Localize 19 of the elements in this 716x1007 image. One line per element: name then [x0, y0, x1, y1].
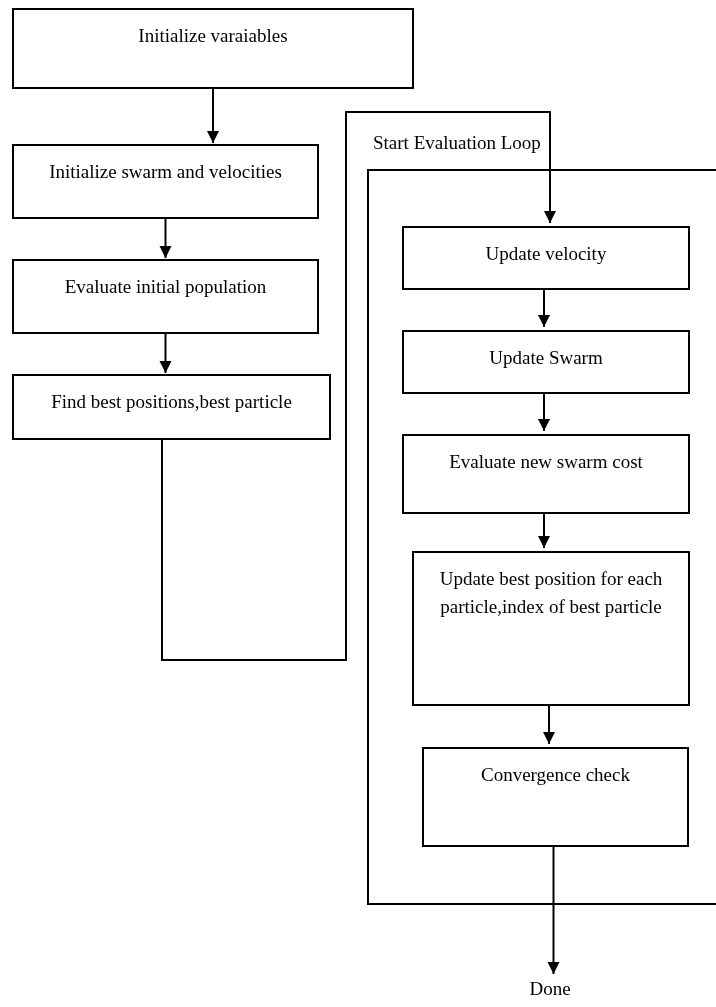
process-box: Initialize swarm and velocities: [12, 144, 319, 219]
process-box: Update best position for each particle,index of best particle: [412, 551, 690, 706]
arrow: [161, 111, 556, 661]
arrow: [538, 511, 550, 549]
arrow: [159, 218, 172, 259]
process-box: Evaluate initial population: [12, 259, 319, 334]
arrow: [159, 333, 172, 374]
arrow: [543, 703, 555, 745]
process-box: Update Swarm: [402, 330, 690, 394]
arrow: [207, 88, 219, 144]
process-box: Update velocity: [402, 226, 690, 290]
arrow: [538, 391, 550, 432]
arrow: [547, 844, 560, 975]
process-box: Evaluate new swarm cost: [402, 434, 690, 514]
process-box: Convergence check: [422, 747, 689, 847]
process-box: Initialize varaiables: [12, 8, 414, 89]
end-label: Done: [500, 975, 600, 1003]
arrow: [538, 287, 550, 328]
process-box: Find best positions,best particle: [12, 374, 331, 440]
